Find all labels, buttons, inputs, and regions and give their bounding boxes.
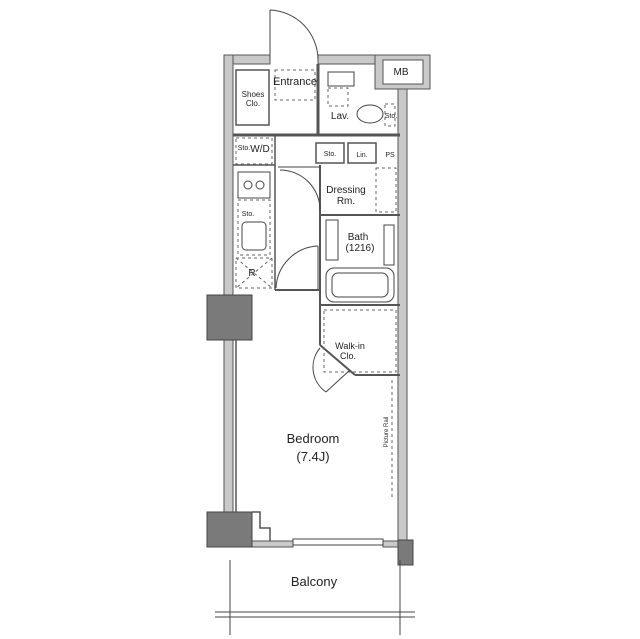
- room-label-shoes-clo: Shoes: [242, 90, 265, 99]
- column-left-mid: [206, 294, 253, 341]
- room-label-lin: Lin.: [356, 152, 367, 159]
- room-label-entrance: Entrance: [273, 76, 317, 88]
- column-right-bottom: [397, 539, 414, 566]
- room-label-r: R: [248, 268, 255, 279]
- room-label-dressing-2: Rm.: [337, 196, 355, 207]
- room-label-bath: Bath: [348, 232, 369, 243]
- entrance-door: [269, 9, 319, 61]
- room-label-sto-lav: Sto.: [385, 113, 398, 120]
- room-label-ps: PS: [385, 152, 395, 159]
- room-label-bedroom: Bedroom: [287, 431, 340, 446]
- room-label-sto-mid: Sto.: [324, 151, 337, 158]
- partitions: [233, 64, 400, 541]
- room-label-lav: Lav.: [331, 111, 349, 122]
- room-label-balcony: Balcony: [291, 574, 338, 589]
- room-label-dressing: Dressing: [326, 185, 365, 196]
- outer-walls: [223, 54, 431, 548]
- room-label-sto-wd: Sto.: [238, 145, 251, 152]
- label-picture-rail: Picture Rail: [384, 417, 390, 448]
- balcony-railing: [215, 560, 415, 635]
- room-label-bedroom-size: (7.4J): [296, 449, 329, 464]
- room-label-mb: MB: [394, 67, 409, 78]
- room-label-sto-kitchen: Sto.: [242, 211, 255, 218]
- room-label-bath-size: (1216): [346, 243, 375, 254]
- room-label-wd: W/D: [250, 144, 269, 155]
- room-label-walkin-2: Clo.: [340, 351, 356, 361]
- column-left-bottom: [206, 511, 253, 548]
- room-label-shoes-clo-2: Clo.: [246, 99, 260, 108]
- room-label-walkin: Walk-in: [335, 341, 365, 351]
